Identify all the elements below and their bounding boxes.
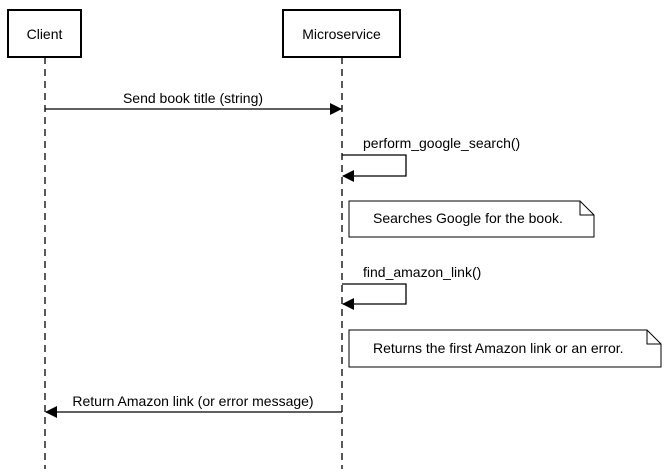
message-perform-google-search: perform_google_search()	[342, 135, 520, 182]
message-find-amazon-link-label: find_amazon_link()	[363, 264, 481, 280]
message-return-amazon-link-label: Return Amazon link (or error message)	[72, 393, 313, 409]
message-send-book-title-label: Send book title (string)	[123, 90, 263, 106]
note-returns-first-link-text: Returns the first Amazon link or an erro…	[373, 340, 624, 356]
message-return-amazon-link: Return Amazon link (or error message)	[45, 393, 342, 418]
participant-client-label: Client	[27, 26, 63, 42]
message-perform-google-search-arrow	[342, 154, 407, 182]
message-send-book-title: Send book title (string)	[45, 90, 342, 115]
participant-client: Client	[7, 9, 82, 58]
note-returns-first-link: Returns the first Amazon link or an erro…	[348, 329, 662, 368]
message-find-amazon-link: find_amazon_link()	[342, 264, 481, 310]
participant-microservice-label: Microservice	[302, 26, 381, 42]
message-perform-google-search-label: perform_google_search()	[363, 135, 520, 151]
note-searches-google: Searches Google for the book.	[348, 200, 595, 238]
message-find-amazon-link-arrow	[342, 283, 407, 310]
note-searches-google-text: Searches Google for the book.	[373, 210, 563, 226]
participant-microservice: Microservice	[282, 9, 401, 58]
